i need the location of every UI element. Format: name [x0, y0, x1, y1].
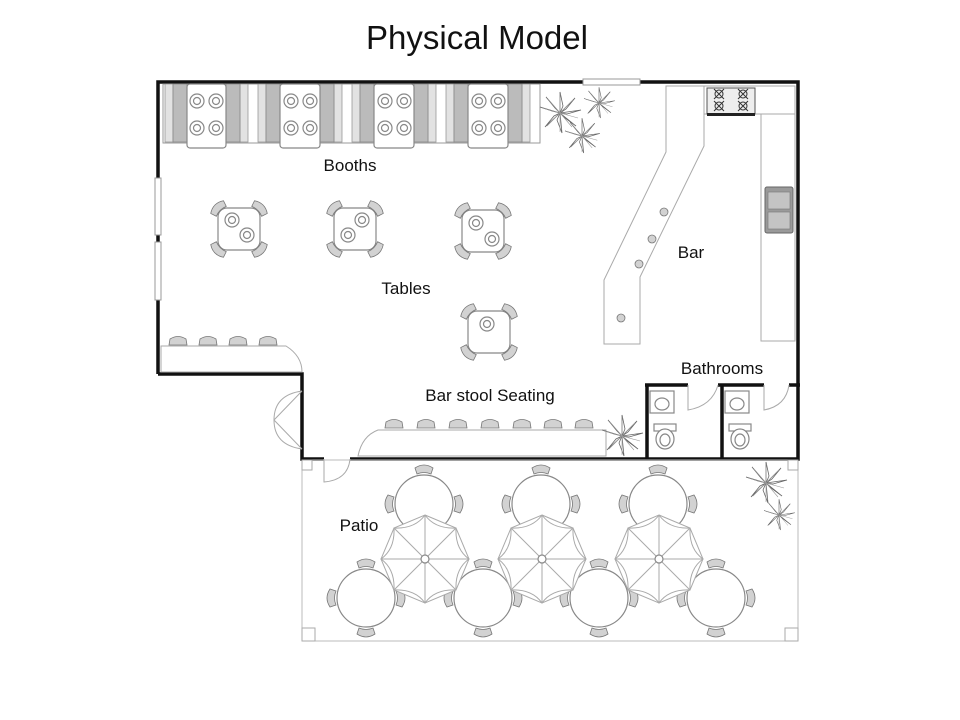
- bathrooms-area: [649, 390, 752, 450]
- plant-icon: [763, 498, 796, 531]
- toilet-icon: [653, 423, 677, 450]
- label-bar: Bar: [678, 243, 705, 262]
- booth-icon: [186, 83, 227, 149]
- label-patio: Patio: [340, 516, 379, 535]
- plant-icon: [601, 414, 644, 457]
- table-icon: [325, 199, 386, 260]
- label-booths: Booths: [324, 156, 377, 175]
- plant-icon: [583, 86, 616, 119]
- bathroom-doors: [687, 384, 790, 411]
- building-walls: [154, 78, 800, 461]
- booth-icon: [279, 83, 321, 149]
- plant-icon: [745, 461, 788, 504]
- label-tables: Tables: [381, 279, 430, 298]
- entrance-door: [273, 390, 303, 450]
- toilet-icon: [728, 423, 752, 450]
- table-icon: [459, 302, 520, 363]
- window-counter: [160, 336, 303, 373]
- sink-icon: [649, 390, 675, 414]
- patio-door: [323, 458, 351, 483]
- label-bathrooms: Bathrooms: [681, 359, 763, 378]
- table-icon: [453, 201, 514, 262]
- umbrella-icon: [614, 514, 704, 604]
- stove-icon: [706, 87, 756, 116]
- bar-stool-seating-counter: [357, 419, 607, 457]
- booths-area: [162, 83, 541, 149]
- sink-icon: [764, 186, 794, 234]
- umbrella-icon: [380, 514, 470, 604]
- table-icon: [209, 199, 270, 260]
- plant-icon: [564, 117, 601, 154]
- booth-icon: [467, 83, 509, 149]
- bar-area: [603, 85, 796, 345]
- patio-area: [301, 459, 799, 642]
- tables-area: [209, 199, 520, 363]
- sink-icon: [724, 390, 750, 414]
- booth-icon: [373, 83, 415, 149]
- umbrella-icon: [497, 514, 587, 604]
- plant-icon: [539, 91, 582, 134]
- page-title: Physical Model: [366, 19, 588, 56]
- label-bar-stool-seating: Bar stool Seating: [425, 386, 554, 405]
